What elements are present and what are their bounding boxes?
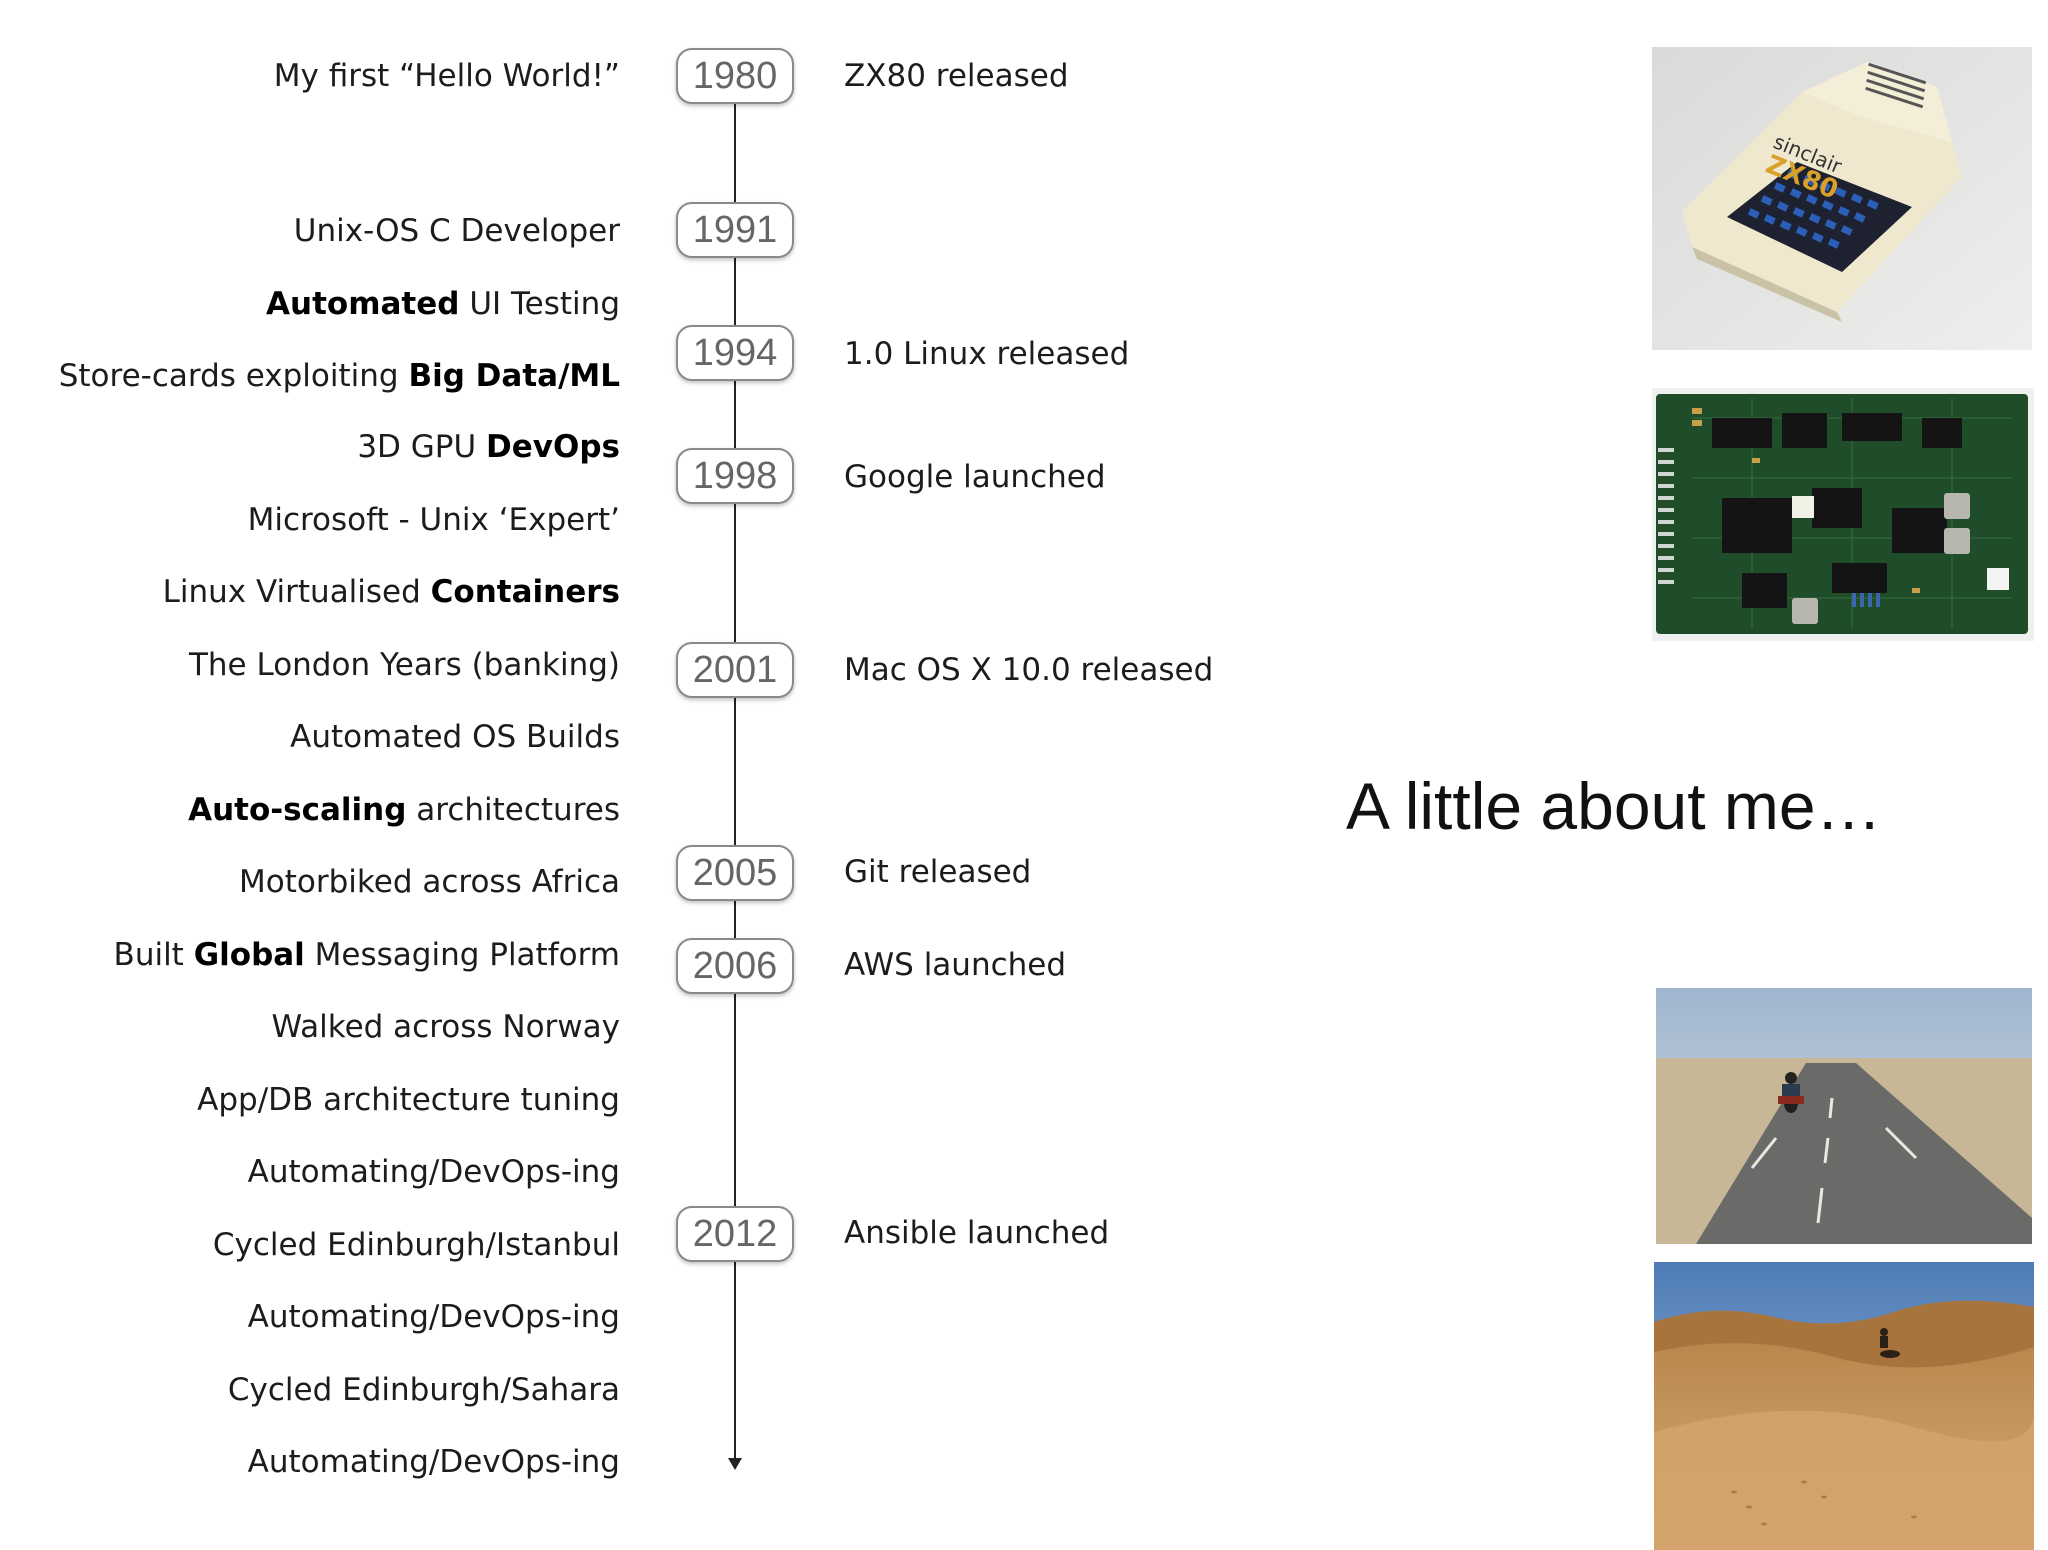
activity-item: App/DB architecture tuning	[197, 1082, 620, 1118]
activity-item: Automated UI Testing	[266, 286, 620, 322]
activity-item: Store-cards exploiting Big Data/ML	[58, 358, 620, 394]
slide-title: A little about me…	[1346, 769, 1882, 843]
year-pill-1994: 1994	[676, 325, 794, 381]
activity-item: Auto-scaling architectures	[188, 792, 620, 828]
circuit-board-photo	[1652, 388, 2034, 641]
event-label: ZX80 released	[844, 58, 1069, 94]
activity-item: Automating/DevOps-ing	[247, 1444, 620, 1480]
zx80-photo: sinclair ZX80	[1652, 47, 2032, 350]
activity-item: Automating/DevOps-ing	[247, 1154, 620, 1190]
activity-item: 3D GPU DevOps	[357, 429, 620, 465]
activity-item: Walked across Norway	[271, 1009, 620, 1045]
activity-item: The London Years (banking)	[188, 647, 620, 683]
event-label: 1.0 Linux released	[844, 336, 1130, 372]
activity-item: Motorbiked across Africa	[239, 864, 620, 900]
year-pill-2012: 2012	[676, 1206, 794, 1262]
activity-item: Cycled Edinburgh/Istanbul	[212, 1227, 620, 1263]
activity-list: My first “Hello World!” Unix-OS C Develo…	[0, 0, 620, 1536]
year-pill-2005: 2005	[676, 845, 794, 901]
year-pill-1980: 1980	[676, 48, 794, 104]
timeline-axis	[734, 100, 736, 1460]
event-label: Google launched	[844, 459, 1106, 495]
activity-item: Automating/DevOps-ing	[247, 1299, 620, 1335]
motorbike-road-photo	[1656, 988, 2032, 1244]
activity-item: Unix-OS C Developer	[293, 213, 620, 249]
event-label: Mac OS X 10.0 released	[844, 652, 1214, 688]
event-label: Git released	[844, 854, 1032, 890]
timeline-arrow-icon	[728, 1458, 742, 1470]
desert-dunes-photo	[1654, 1262, 2034, 1550]
activity-item: Cycled Edinburgh/Sahara	[227, 1372, 620, 1408]
year-pill-2006: 2006	[676, 938, 794, 994]
activity-item: Automated OS Builds	[290, 719, 620, 755]
event-label: Ansible launched	[844, 1215, 1110, 1251]
activity-item: Linux Virtualised Containers	[162, 574, 620, 610]
activity-item: Built Global Messaging Platform	[113, 937, 620, 973]
year-pill-2001: 2001	[676, 642, 794, 698]
year-pill-1998: 1998	[676, 448, 794, 504]
year-pill-1991: 1991	[676, 202, 794, 258]
activity-item: My first “Hello World!”	[273, 58, 620, 94]
event-label: AWS launched	[844, 947, 1067, 983]
activity-item: Microsoft - Unix ‘Expert’	[247, 502, 620, 538]
